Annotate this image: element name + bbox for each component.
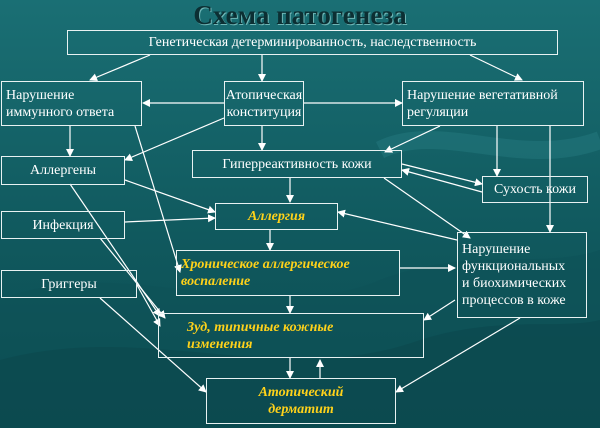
node-allergy-label: Аллергия — [247, 209, 306, 224]
node-dryness-label: Сухость кожи — [494, 182, 576, 197]
node-dermatitis: Атопический дерматит — [206, 378, 396, 424]
node-itch-label: Зуд, типичные кожные изменения — [187, 319, 334, 352]
node-triggers-label: Григгеры — [41, 276, 97, 292]
arrow-allergens-allergy — [124, 179, 216, 214]
node-immune: Нарушение иммунного ответа — [1, 81, 142, 126]
arrow-infection-itch — [99, 237, 166, 319]
node-dryness: Сухость кожи — [482, 176, 588, 203]
node-triggers: Григгеры — [1, 270, 137, 298]
node-genetic-label: Генетическая детерминированность, наслед… — [148, 35, 477, 50]
node-immune-label: Нарушение иммунного ответа — [6, 87, 115, 120]
node-chronic-label: Хроническое аллергическое воспаление — [181, 257, 350, 289]
node-infection: Инфекция — [1, 211, 125, 239]
arrow-dryness-hyper — [401, 167, 483, 193]
node-atopic-constitution: Атопическая конституция — [224, 81, 304, 126]
node-atopic-constitution-label: Атопическая конституция — [225, 87, 303, 120]
page-title: Схема патогенеза — [193, 0, 407, 30]
node-allergy: Аллергия — [215, 203, 338, 230]
arrow-triggers-itch — [136, 284, 161, 327]
arrow-hyper-dryness — [401, 163, 483, 187]
arrow-metabolic-dermatitis — [395, 317, 521, 393]
arrow-metabolic-allergy — [337, 209, 458, 241]
node-itch: Зуд, типичные кожные изменения — [158, 313, 424, 358]
node-hyperreactivity: Гиперреактивность кожи — [192, 150, 402, 178]
node-genetic: Генетическая детерминированность, наслед… — [67, 30, 558, 55]
node-hyperreactivity-label: Гиперреактивность кожи — [222, 156, 372, 172]
node-allergens: Аллергены — [1, 156, 125, 185]
node-vegetative: Нарушение вегетативной регуляции — [402, 81, 584, 126]
node-infection-label: Инфекция — [32, 217, 94, 233]
arrow-triggers-dermatitis — [99, 297, 207, 393]
node-metabolic: Нарушение функциональных и биохимических… — [457, 232, 587, 318]
arrow-hyper-metabolic — [383, 177, 471, 239]
arrow-genetic-immune — [89, 54, 151, 81]
arrow-metabolic-itch — [423, 299, 456, 321]
node-vegetative-label: Нарушение вегетативной регуляции — [407, 87, 558, 120]
node-chronic: Хроническое аллергическое воспаление — [176, 250, 400, 296]
node-allergens-label: Аллергены — [30, 163, 96, 178]
arrow-genetic-vegetative — [469, 54, 523, 81]
node-dermatitis-label: Атопический дерматит — [258, 385, 344, 417]
arrow-immune-chronic — [134, 125, 182, 273]
node-metabolic-label: Нарушение функциональных и биохимических… — [462, 242, 567, 308]
arrow-vegetative-hyper — [384, 125, 441, 153]
arrow-atopic-allergens — [124, 117, 225, 161]
arrow-infection-allergy — [124, 214, 216, 223]
